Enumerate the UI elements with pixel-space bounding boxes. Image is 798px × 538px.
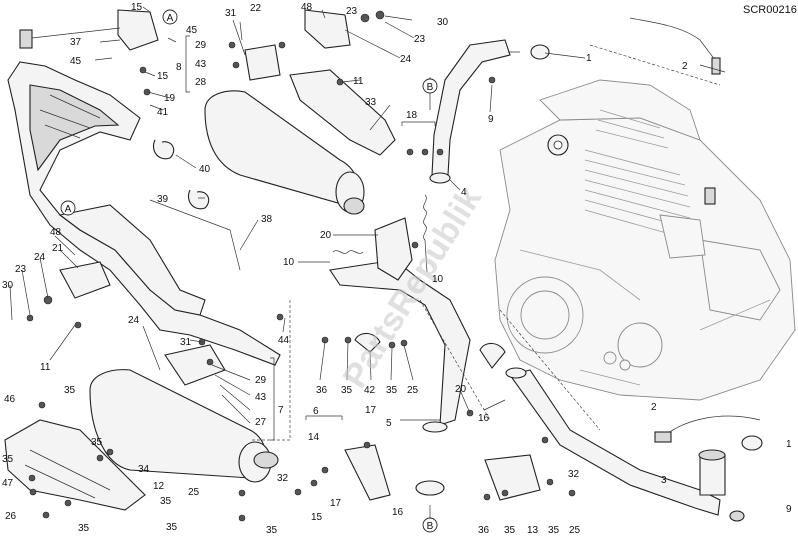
part-label: 25	[407, 385, 419, 396]
part-label: 28	[195, 77, 207, 88]
part-label: 24	[34, 252, 46, 263]
part-label: 19	[164, 93, 176, 104]
part-label: 42	[364, 385, 376, 396]
part-label: 3	[661, 475, 667, 486]
part-label: 21	[52, 243, 64, 254]
ref-marker-a-left: A	[65, 204, 72, 215]
part-label: 35	[78, 523, 90, 534]
part-label: 10	[432, 274, 444, 285]
part-label: 48	[301, 2, 313, 13]
part-label: 35	[166, 522, 178, 533]
part-label: 29	[195, 40, 207, 51]
part-label: 17	[365, 405, 377, 416]
part-label: 40	[199, 164, 211, 175]
part-label: 20	[320, 230, 332, 241]
part-label: 48	[50, 227, 62, 238]
part-label: 29	[255, 375, 267, 386]
part-label: 11	[353, 76, 364, 87]
part-label: 35	[341, 385, 353, 396]
part-label: 17	[330, 498, 342, 509]
ref-marker-b-bottom: B	[427, 521, 434, 532]
part-label: 36	[478, 525, 490, 536]
part-label: 34	[138, 464, 150, 475]
part-label: 24	[400, 54, 412, 65]
part-label: 10	[283, 257, 295, 268]
part-label: 23	[414, 34, 426, 45]
part-label: 35	[91, 437, 103, 448]
upper-muffler	[204, 69, 396, 215]
part-label: 15	[131, 2, 143, 13]
part-label: 30	[437, 17, 449, 28]
part-label: 35	[504, 525, 516, 536]
part-label: 18	[406, 110, 418, 121]
part-label: 35	[386, 385, 398, 396]
exhaust-pipes	[329, 39, 726, 516]
part-label: 7	[278, 405, 284, 416]
part-label: 6	[313, 406, 319, 417]
part-label: 30	[2, 280, 14, 291]
part-label: 4	[461, 187, 467, 198]
part-label: 33	[365, 97, 377, 108]
part-label: 31	[180, 337, 192, 348]
part-label: 16	[392, 507, 404, 518]
part-label: 35	[548, 525, 560, 536]
part-label: 39	[157, 194, 169, 205]
part-label: 35	[160, 496, 172, 507]
part-label: 27	[255, 417, 267, 428]
part-label: 11	[40, 362, 51, 373]
engine-block	[494, 79, 796, 401]
part-label: 45	[70, 56, 82, 67]
rear-subframe	[7, 61, 281, 366]
lower-muffler	[89, 369, 279, 483]
ref-marker-b-top: B	[427, 82, 434, 93]
part-label: 22	[250, 3, 262, 14]
part-label: 43	[195, 59, 207, 70]
part-label: 35	[64, 385, 76, 396]
part-label: 45	[186, 25, 198, 36]
part-label: 46	[4, 394, 16, 405]
part-label: 32	[277, 473, 289, 484]
part-label: 20	[455, 384, 467, 395]
part-label: 38	[261, 214, 273, 225]
part-label: 1	[786, 439, 792, 450]
part-label: 23	[346, 6, 358, 17]
lower-heat-shield	[4, 419, 146, 511]
part-label: 9	[786, 504, 792, 515]
part-label: 35	[266, 525, 278, 536]
part-label: 36	[316, 385, 328, 396]
part-label: 1	[586, 53, 592, 64]
part-label: 14	[308, 432, 320, 443]
part-label: 37	[70, 37, 82, 48]
part-label: 5	[386, 418, 392, 429]
part-label: 9	[488, 114, 494, 125]
part-label: 47	[2, 478, 14, 489]
part-label: 31	[225, 8, 237, 19]
part-label: 43	[255, 392, 267, 403]
hardware	[19, 9, 763, 522]
part-label: 32	[568, 469, 580, 480]
part-label: 25	[188, 487, 200, 498]
part-label: 23	[15, 264, 27, 275]
reference-markers: A A B B	[60, 9, 438, 533]
part-label: 8	[176, 62, 182, 73]
part-label: 15	[311, 512, 323, 523]
leader-lines	[9, 6, 726, 424]
part-label: 35	[2, 454, 14, 465]
part-label: 13	[527, 525, 539, 536]
part-label: 16	[478, 413, 490, 424]
ref-marker-a-top: A	[167, 13, 174, 24]
part-label: 44	[278, 335, 290, 346]
part-label: 24	[128, 315, 140, 326]
part-label: 25	[569, 525, 581, 536]
part-label: 26	[5, 511, 17, 522]
diagram-code: SCR00216	[743, 4, 797, 16]
part-label: 41	[157, 107, 169, 118]
part-label: 15	[157, 71, 169, 82]
part-label: 12	[153, 481, 165, 492]
part-label: 2	[651, 402, 657, 413]
part-label: 2	[682, 61, 688, 72]
